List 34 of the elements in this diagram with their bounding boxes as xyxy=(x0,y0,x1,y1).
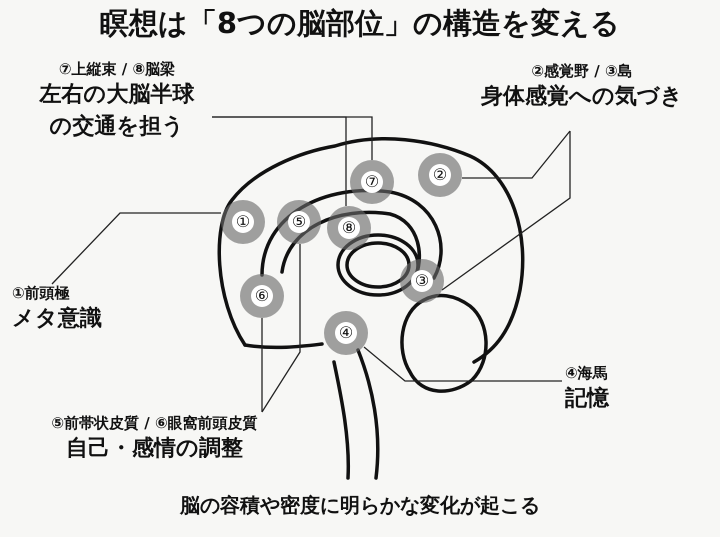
region-marker xyxy=(324,311,368,355)
callout-number: ⑥ xyxy=(251,285,273,307)
leader-line xyxy=(364,346,562,382)
function-label: 記憶 xyxy=(565,385,610,413)
region-name: ④海馬 xyxy=(565,364,609,383)
region-marker xyxy=(240,274,284,318)
function-label: メタ意識 xyxy=(12,305,103,333)
leader-line xyxy=(212,116,347,206)
callout-number: ② xyxy=(429,164,451,186)
title: 瞑想は「8つの脳部位」の構造を変える xyxy=(98,5,622,42)
leader-line xyxy=(52,212,221,284)
callout-number: ③ xyxy=(411,270,433,292)
leader-line xyxy=(462,130,570,179)
leader-line xyxy=(261,318,263,412)
function-label: 左右の大脳半球の交通を担う xyxy=(38,81,196,141)
region-marker xyxy=(327,206,371,250)
region-name: ⑦上縦束 / ⑧脳梁 xyxy=(58,60,176,79)
callout-number: ⑦ xyxy=(361,171,383,193)
leader-line xyxy=(261,244,301,412)
region-marker xyxy=(221,200,265,244)
function-label: 身体感覚への気づき xyxy=(480,83,684,111)
callout-number: ⑤ xyxy=(288,211,310,233)
callout-number: ① xyxy=(232,211,254,233)
region-marker xyxy=(418,153,462,197)
callout-number: ④ xyxy=(335,322,357,344)
callout-number: ⑧ xyxy=(338,217,360,239)
region-marker xyxy=(400,259,444,303)
region-name: ⑤前帯状皮質 / ⑥眼窩前頭皮質 xyxy=(50,414,259,433)
region-marker xyxy=(277,200,321,244)
region-marker xyxy=(350,160,394,204)
region-name: ②感覚野 / ③島 xyxy=(530,62,634,81)
function-label: 自己・感情の調整 xyxy=(65,435,244,463)
leader-line xyxy=(442,131,571,291)
region-name: ①前頭極 xyxy=(12,284,71,303)
